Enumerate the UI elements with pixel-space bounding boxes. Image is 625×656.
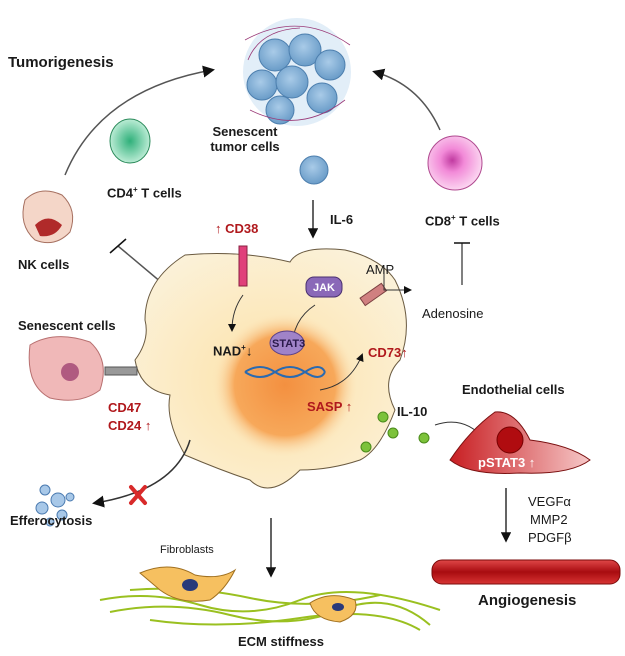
stat3-label: STAT3 <box>272 338 306 350</box>
nk-cell-icon <box>22 190 74 244</box>
nad-text: NAD <box>213 343 242 359</box>
blocked-x-icon <box>129 485 147 505</box>
cd47-label: CD47 <box>108 400 142 415</box>
senescent-tumor-cells-label: Senescent tumor cells <box>200 124 290 154</box>
fibroblast-icon <box>139 566 357 623</box>
cd8-t-cells-label: CD8+ T cells <box>425 210 500 228</box>
neighbor-senescent-cell-icon <box>28 336 138 401</box>
il10-label: IL-10 <box>397 404 428 419</box>
endothelial-cells-label: Endothelial cells <box>462 382 565 397</box>
nad-label: NAD+↓ <box>213 340 252 358</box>
sasp-label: SASP ↑ <box>307 399 353 414</box>
inhibit-cd8-symbol <box>454 242 470 285</box>
amp-to-adenosine-arrow <box>383 268 412 294</box>
stat3-protein <box>269 330 305 356</box>
blood-vessel-icon <box>431 559 621 585</box>
pdgfb-label: PDGFβ <box>528 530 572 545</box>
efferocytosis-debris-icon <box>35 484 75 527</box>
pstat3-label: pSTAT3 ↑ <box>478 455 536 470</box>
nucleus <box>213 313 357 457</box>
dna-helix-icon <box>244 366 326 378</box>
nk-cells-label: NK cells <box>18 257 70 272</box>
cd24-label: CD24 ↑ <box>108 418 152 433</box>
il10-molecules <box>360 411 430 453</box>
cd8-to-tumor-arrow <box>372 68 441 131</box>
nad-down-arrow: ↓ <box>245 343 253 359</box>
senescent-tumor-cells-line2: tumor cells <box>210 139 280 154</box>
senescent-cells-label: Senescent cells <box>18 318 116 333</box>
cd8-superscript: + <box>451 213 456 222</box>
fibroblasts-label: Fibroblasts <box>160 544 214 556</box>
senescent-tumor-cells-line1: Senescent <box>212 124 278 139</box>
cd38-to-nad-arrow <box>228 294 244 332</box>
endothelial-cell-icon <box>449 411 591 474</box>
tumorigenesis-arrow <box>64 65 215 176</box>
cd4-superscript: + <box>133 185 138 194</box>
cd8-text: CD8 <box>425 213 452 229</box>
cd4-text: CD4 <box>107 185 134 201</box>
tumorigenesis-label: Tumorigenesis <box>8 54 114 71</box>
efferocytosis-label: Efferocytosis <box>10 513 93 528</box>
vegfa-label: VEGFα <box>528 494 571 509</box>
cd8-t-cell-icon <box>427 135 483 191</box>
cd4-t-cell-icon <box>109 118 151 164</box>
cd73-label: CD73↑ <box>368 345 408 360</box>
cd4-suffix: T cells <box>137 185 182 201</box>
angiogenesis-label: Angiogenesis <box>478 592 577 609</box>
amp-label: AMP <box>366 262 395 277</box>
ecm-stiffness-label: ECM stiffness <box>238 634 324 649</box>
cd38-label: ↑ CD38 <box>215 221 259 236</box>
efferocytosis-arrow <box>92 439 191 508</box>
adenosine-label: Adenosine <box>422 306 484 321</box>
cd4-t-cells-label: CD4+ T cells <box>107 182 182 200</box>
nad-superscript: + <box>241 343 246 352</box>
jak-protein <box>305 276 343 298</box>
mmp2-label: MMP2 <box>530 512 568 527</box>
stat3-to-cd73-arrow <box>319 353 364 391</box>
senescent-tumor-cluster <box>243 18 351 126</box>
jak-label: JAK <box>313 282 336 294</box>
cd8-suffix: T cells <box>455 213 500 229</box>
senescent-tumor-cell-icon <box>299 155 329 185</box>
cd38-receptor <box>238 245 248 287</box>
ecm-fibers-icon <box>99 587 441 631</box>
il6-label: IL-6 <box>330 212 354 227</box>
